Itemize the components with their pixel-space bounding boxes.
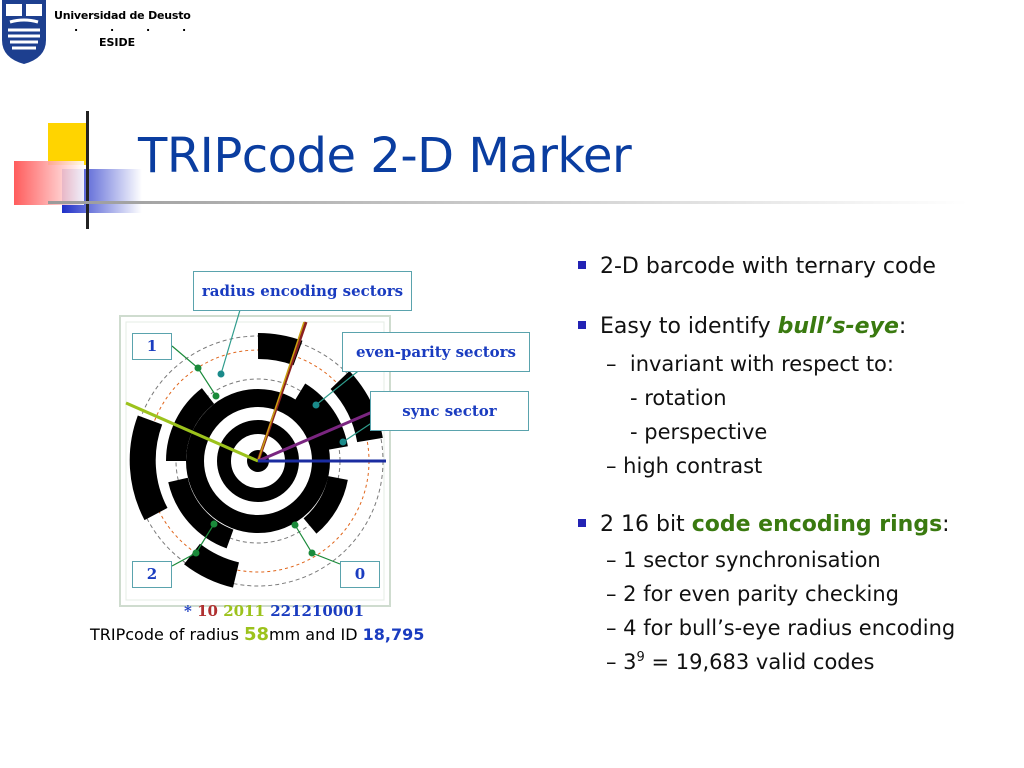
tripcode-string: * 10 2011 221210001 [184,602,364,620]
bullet-square-icon [578,519,586,527]
bullet-3-sub-4-pre: – 3 [606,650,637,674]
caption-mid: mm and ID [269,625,363,644]
bullet-2-sub-2: – high contrast [606,454,763,478]
bullet-3-sub-4: – 39 = 19,683 valid codes [606,650,875,674]
bullet-3-emphasis: code encoding rings [691,512,943,537]
university-logo [2,0,46,64]
code-parity-part: 2011 [223,602,265,620]
school-name: ESIDE [99,36,136,49]
bullet-2: Easy to identify bull’s-eye: [578,314,906,339]
bullet-2-emphasis: bull’s-eye [777,314,899,339]
slide-title: TRIPcode 2-D Marker [138,128,632,184]
bullet-2-sub-1-text: invariant with respect to: [629,352,894,376]
figure-caption: TRIPcode of radius 58mm and ID 18,795 [90,624,424,645]
callout-ring-1: 1 [132,333,172,360]
title-decoration [14,111,968,229]
bullet-3-post: : [942,512,950,537]
bullet-3-pre: 2 16 bit [600,512,692,537]
bullet-2-sub-1a: - rotation [630,386,727,410]
callout-radius-encoding: radius encoding sectors [193,271,412,311]
bullet-3-sub-4-post: = 19,683 valid codes [644,650,875,674]
bullet-3-sub-4-exponent: 9 [636,650,645,665]
university-dots: . . . . [74,21,201,34]
bullet-2-sub-1b: - perspective [630,420,768,444]
university-name: Universidad de Deusto [54,9,191,22]
callout-ring-0: 0 [340,561,380,588]
callout-sync-sector: sync sector [370,391,529,431]
dash: – [606,352,617,376]
code-radius-part: 10 [197,602,218,620]
bullet-2-post: : [898,314,907,339]
bullet-square-icon [578,321,586,329]
bullet-1: 2-D barcode with ternary code [578,254,936,279]
callout-even-parity: even-parity sectors [342,332,530,372]
bullet-1-text: 2-D barcode with ternary code [600,254,936,279]
caption-radius-value: 58 [243,624,270,645]
caption-prefix: TRIPcode of radius [90,625,244,644]
bullet-3: 2 16 bit code encoding rings: [578,512,950,537]
code-star: * [184,602,192,620]
callout-ring-2: 2 [132,561,172,588]
code-id-part: 221210001 [270,602,365,620]
caption-id-value: 18,795 [362,625,425,644]
bullet-2-sub-1: – invariant with respect to: [606,352,894,376]
bullet-3-sub-1: – 1 sector synchronisation [606,548,881,572]
bullet-2-pre: Easy to identify [600,314,778,339]
bullet-square-icon [578,261,586,269]
tripcode-marker-figure [119,309,391,607]
bullet-3-sub-2: – 2 for even parity checking [606,582,899,606]
bullet-3-sub-3: – 4 for bull’s-eye radius encoding [606,616,956,640]
